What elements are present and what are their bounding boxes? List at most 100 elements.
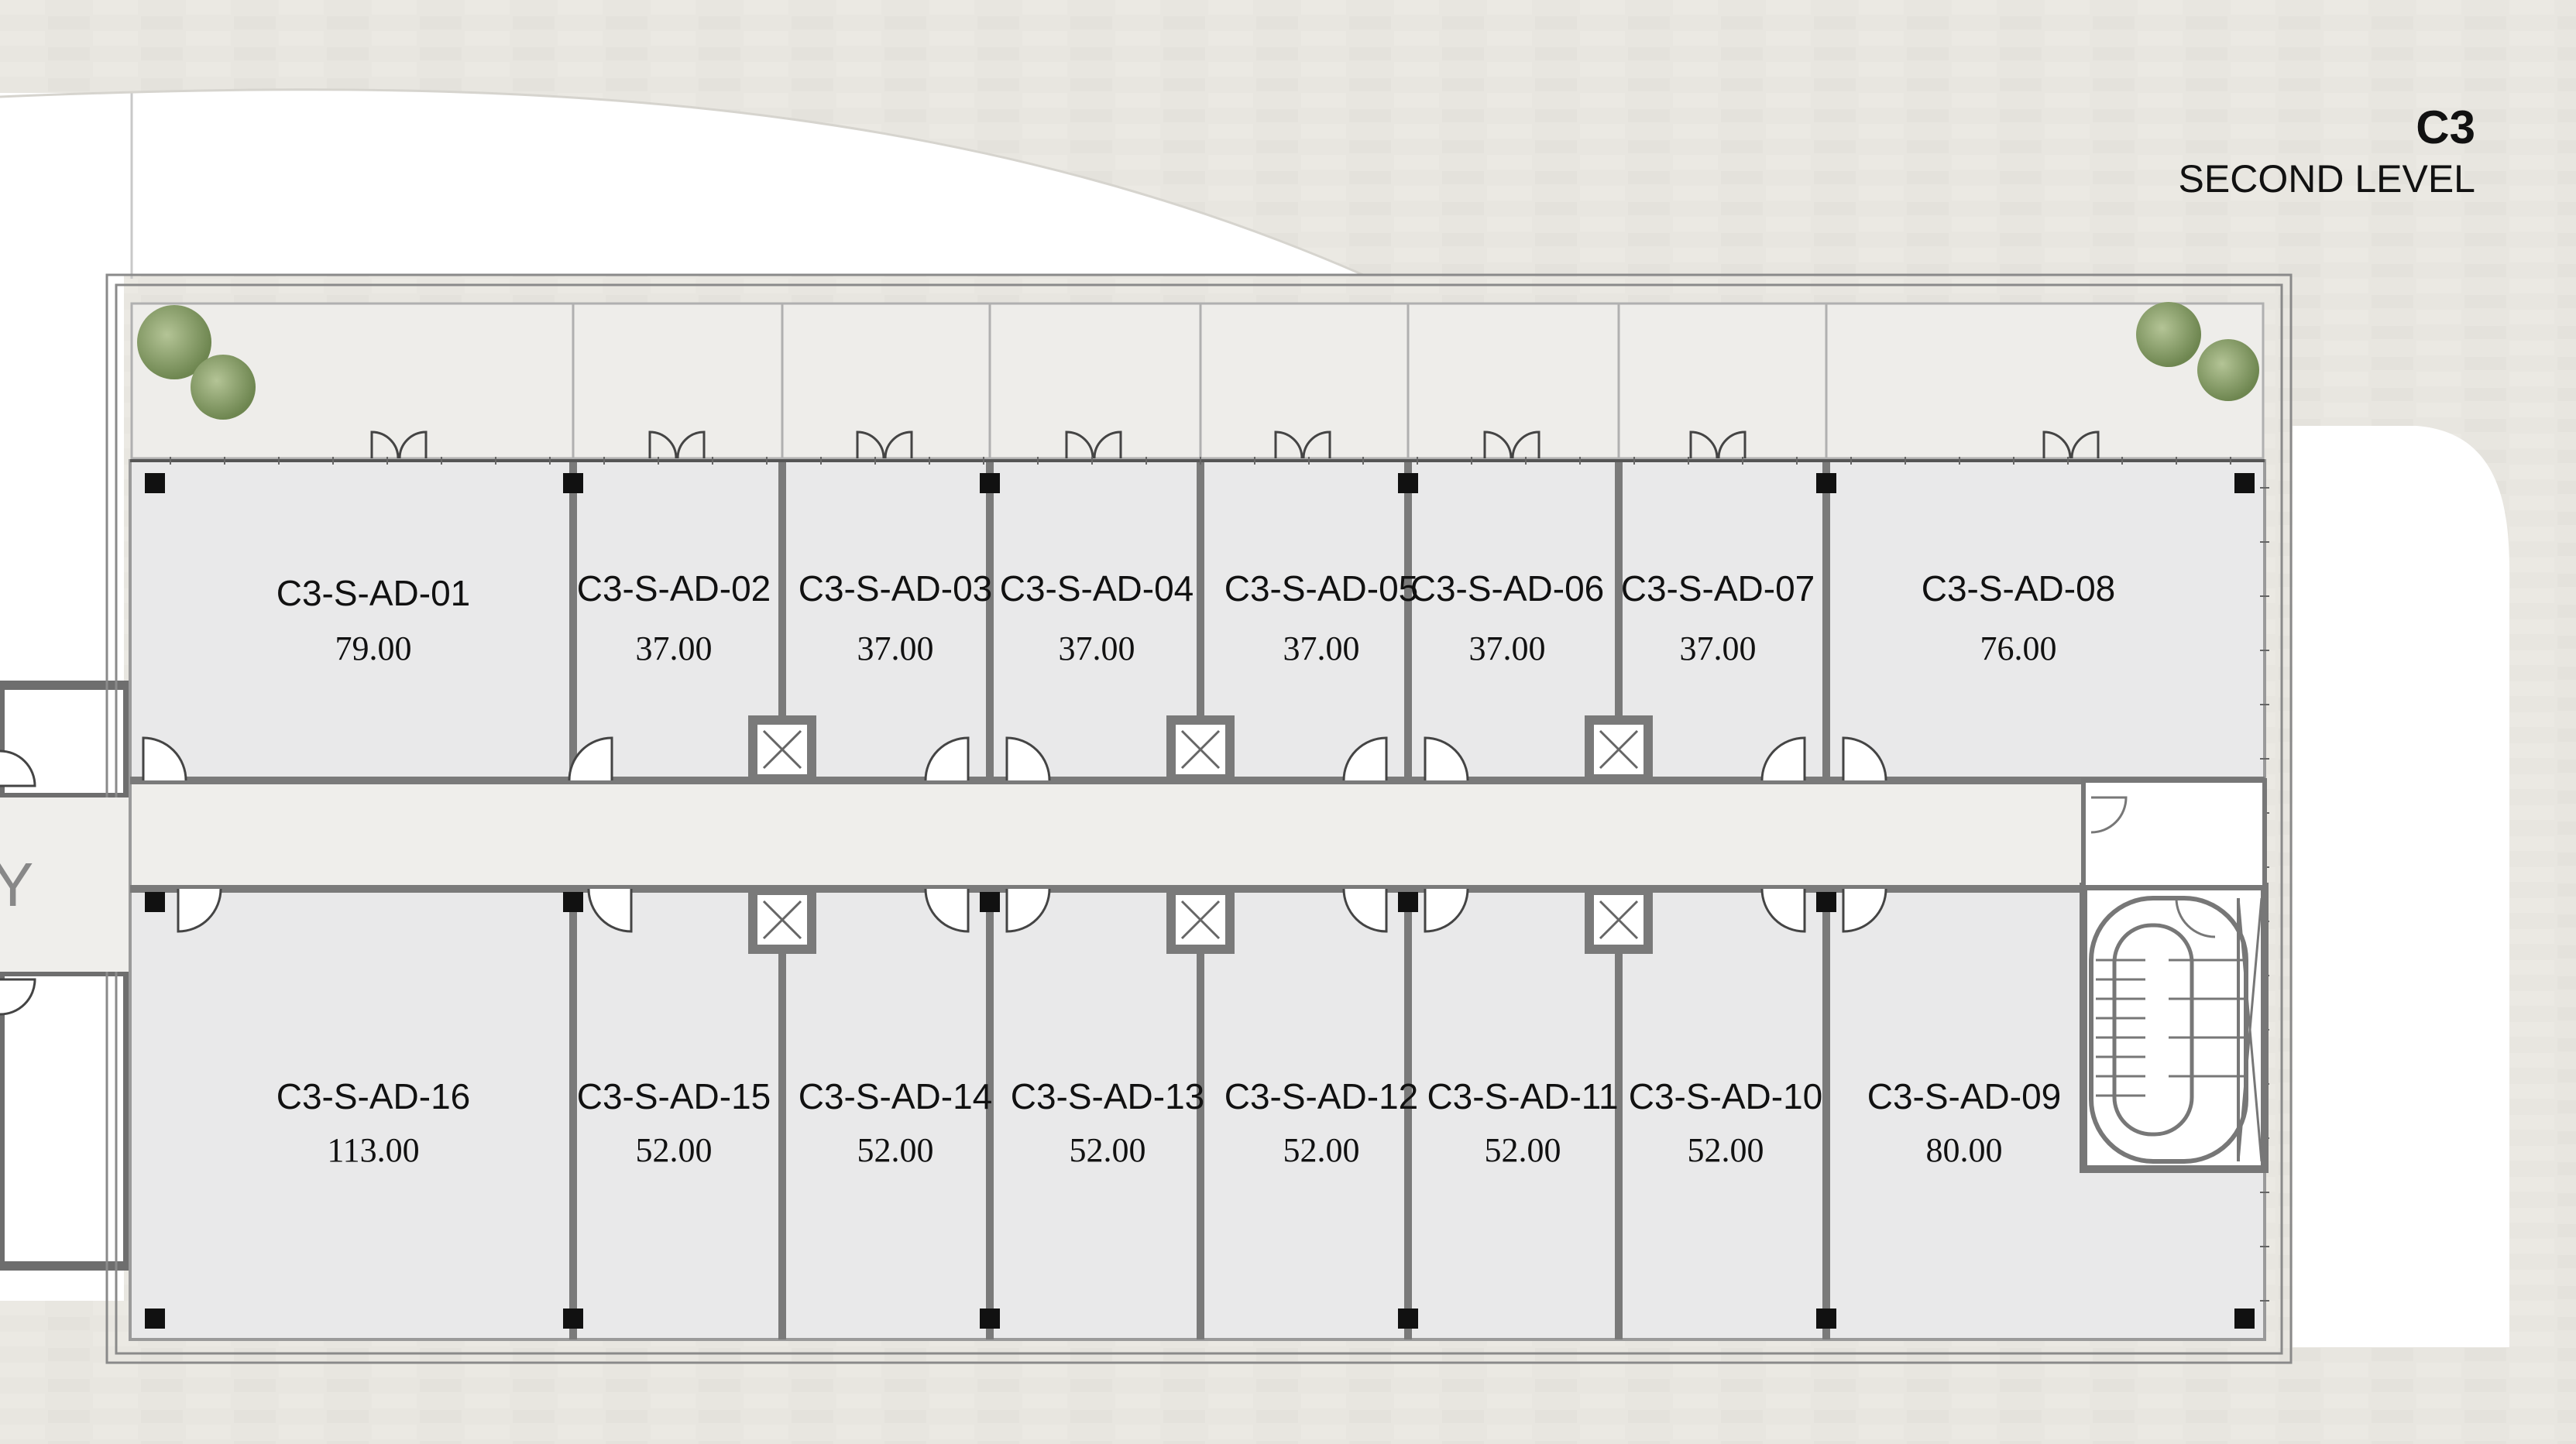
door-top-5 — [1342, 736, 1388, 781]
shaft-bottom-cross-3 — [1599, 900, 1639, 940]
shaft-top-cross-3 — [1599, 729, 1639, 770]
unit-id-label: C3-S-AD-08 — [1922, 568, 2116, 609]
corridor — [130, 780, 2265, 889]
door-bottom-8 — [1842, 888, 1887, 933]
unit-top-1 — [130, 461, 573, 780]
level-label: SECOND LEVEL — [2179, 157, 2475, 201]
shaft-top-cross-2 — [1180, 729, 1221, 770]
west-annex-box — [0, 967, 132, 1271]
lawn-curve-edge — [0, 88, 1364, 276]
balcony-door-7 — [1689, 430, 1747, 459]
unit-id-label: C3-S-AD-07 — [1621, 568, 1815, 609]
door-top-6 — [1424, 736, 1469, 781]
balcony-door-8 — [2042, 430, 2100, 459]
unit-id-label: C3-S-AD-01 — [276, 573, 471, 613]
unit-id-label: C3-S-AD-06 — [1410, 568, 1605, 609]
balcony-strip — [130, 302, 2265, 460]
balcony-door-1 — [370, 430, 428, 459]
rooms-layer — [130, 461, 2265, 1339]
stair-entry-door — [2081, 778, 2267, 890]
shaft-bottom-cross-2 — [1180, 900, 1221, 940]
unit-top-8 — [1826, 461, 2265, 780]
column-bottom-2 — [563, 1309, 583, 1329]
unit-area-label: 52.00 — [1485, 1131, 1561, 1169]
door-top-3 — [924, 736, 970, 781]
unit-id-label: C3-S-AD-12 — [1224, 1076, 1419, 1116]
unit-id-label: C3-S-AD-02 — [577, 568, 771, 609]
balcony-door-3 — [856, 430, 913, 459]
unit-top-7 — [1619, 461, 1826, 780]
tree-cluster-right — [2136, 302, 2259, 401]
column-top-3 — [980, 473, 1000, 493]
balcony-door-6 — [1483, 430, 1540, 459]
balcony-door-4 — [1065, 430, 1122, 459]
unit-area-label: 52.00 — [636, 1131, 713, 1169]
door-top-1 — [142, 736, 187, 781]
building-label: C3 — [2416, 101, 2475, 153]
door-bottom-4 — [1005, 888, 1051, 933]
unit-id-label: C3-S-AD-11 — [1427, 1076, 1618, 1116]
lawn-area — [0, 89, 1363, 275]
corridor-west-extension — [0, 797, 132, 972]
column-bottom-5 — [1816, 1309, 1836, 1329]
unit-area-label: 37.00 — [1283, 629, 1360, 667]
unit-id-label: C3-S-AD-16 — [276, 1076, 471, 1116]
unit-top-6 — [1408, 461, 1619, 780]
door-bottom-7 — [1760, 888, 1806, 933]
unit-top-3 — [782, 461, 990, 780]
unit-bottom-1 — [130, 889, 573, 1339]
unit-area-label: 52.00 — [1688, 1131, 1764, 1169]
door-top-7 — [1760, 736, 1806, 781]
unit-area-label: 76.00 — [1980, 629, 2057, 667]
unit-id-label: C3-S-AD-15 — [577, 1076, 771, 1116]
unit-id-label: C3-S-AD-04 — [1000, 568, 1194, 609]
unit-top-4 — [990, 461, 1200, 780]
right-lawn-area — [2293, 426, 2510, 1347]
unit-top-2 — [573, 461, 782, 780]
column-top-1 — [145, 473, 165, 493]
column-bottom-1 — [145, 1309, 165, 1329]
unit-bottom-4 — [990, 889, 1200, 1339]
unit-labels: C3-S-AD-01 79.00 C3-S-AD-02 37.00 C3-S-AD-03… — [276, 568, 2116, 1169]
stair-core — [2080, 883, 2269, 1173]
door-bottom-6 — [1424, 888, 1469, 933]
door-bottom-5 — [1342, 888, 1388, 933]
column-bottom-4 — [1398, 1309, 1418, 1329]
shaft-bottom-cross-1 — [762, 900, 802, 940]
door-bottom-1 — [177, 888, 222, 933]
door-west-2 — [0, 978, 36, 1016]
cropped-edge-label: Y — [0, 850, 33, 919]
column-top-2 — [563, 473, 583, 493]
unit-area-label: 37.00 — [1680, 629, 1757, 667]
unit-area-label: 37.00 — [636, 629, 713, 667]
unit-id-label: C3-S-AD-03 — [799, 568, 993, 609]
balcony-door-5 — [1274, 430, 1331, 459]
door-top-4 — [1005, 736, 1051, 781]
door-top-8 — [1842, 736, 1887, 781]
column-bottom-6 — [2234, 1309, 2255, 1329]
unit-id-label: C3-S-AD-05 — [1224, 568, 1419, 609]
unit-area-label: 80.00 — [1926, 1131, 2003, 1169]
unit-id-label: C3-S-AD-10 — [1629, 1076, 1823, 1116]
tree-cluster-left — [137, 305, 256, 420]
column-top-4 — [1398, 473, 1418, 493]
unit-bottom-3 — [782, 889, 990, 1339]
unit-area-label: 79.00 — [335, 629, 412, 667]
unit-id-label: C3-S-AD-13 — [1011, 1076, 1205, 1116]
shaft-top-cross-1 — [762, 729, 802, 770]
column-mid-2 — [563, 892, 583, 912]
unit-bottom-5 — [1200, 889, 1408, 1339]
unit-area-label: 37.00 — [857, 629, 934, 667]
unit-top-5 — [1200, 461, 1408, 780]
column-mid-3 — [980, 892, 1000, 912]
door-bottom-3 — [924, 888, 970, 933]
unit-area-label: 52.00 — [1070, 1131, 1146, 1169]
unit-area-label: 37.00 — [1469, 629, 1546, 667]
door-bottom-2 — [587, 888, 633, 933]
balcony-door-2 — [648, 430, 706, 459]
column-mid-4 — [1398, 892, 1418, 912]
shaft-bottom-1 — [748, 886, 816, 954]
unit-area-label: 113.00 — [327, 1131, 419, 1169]
